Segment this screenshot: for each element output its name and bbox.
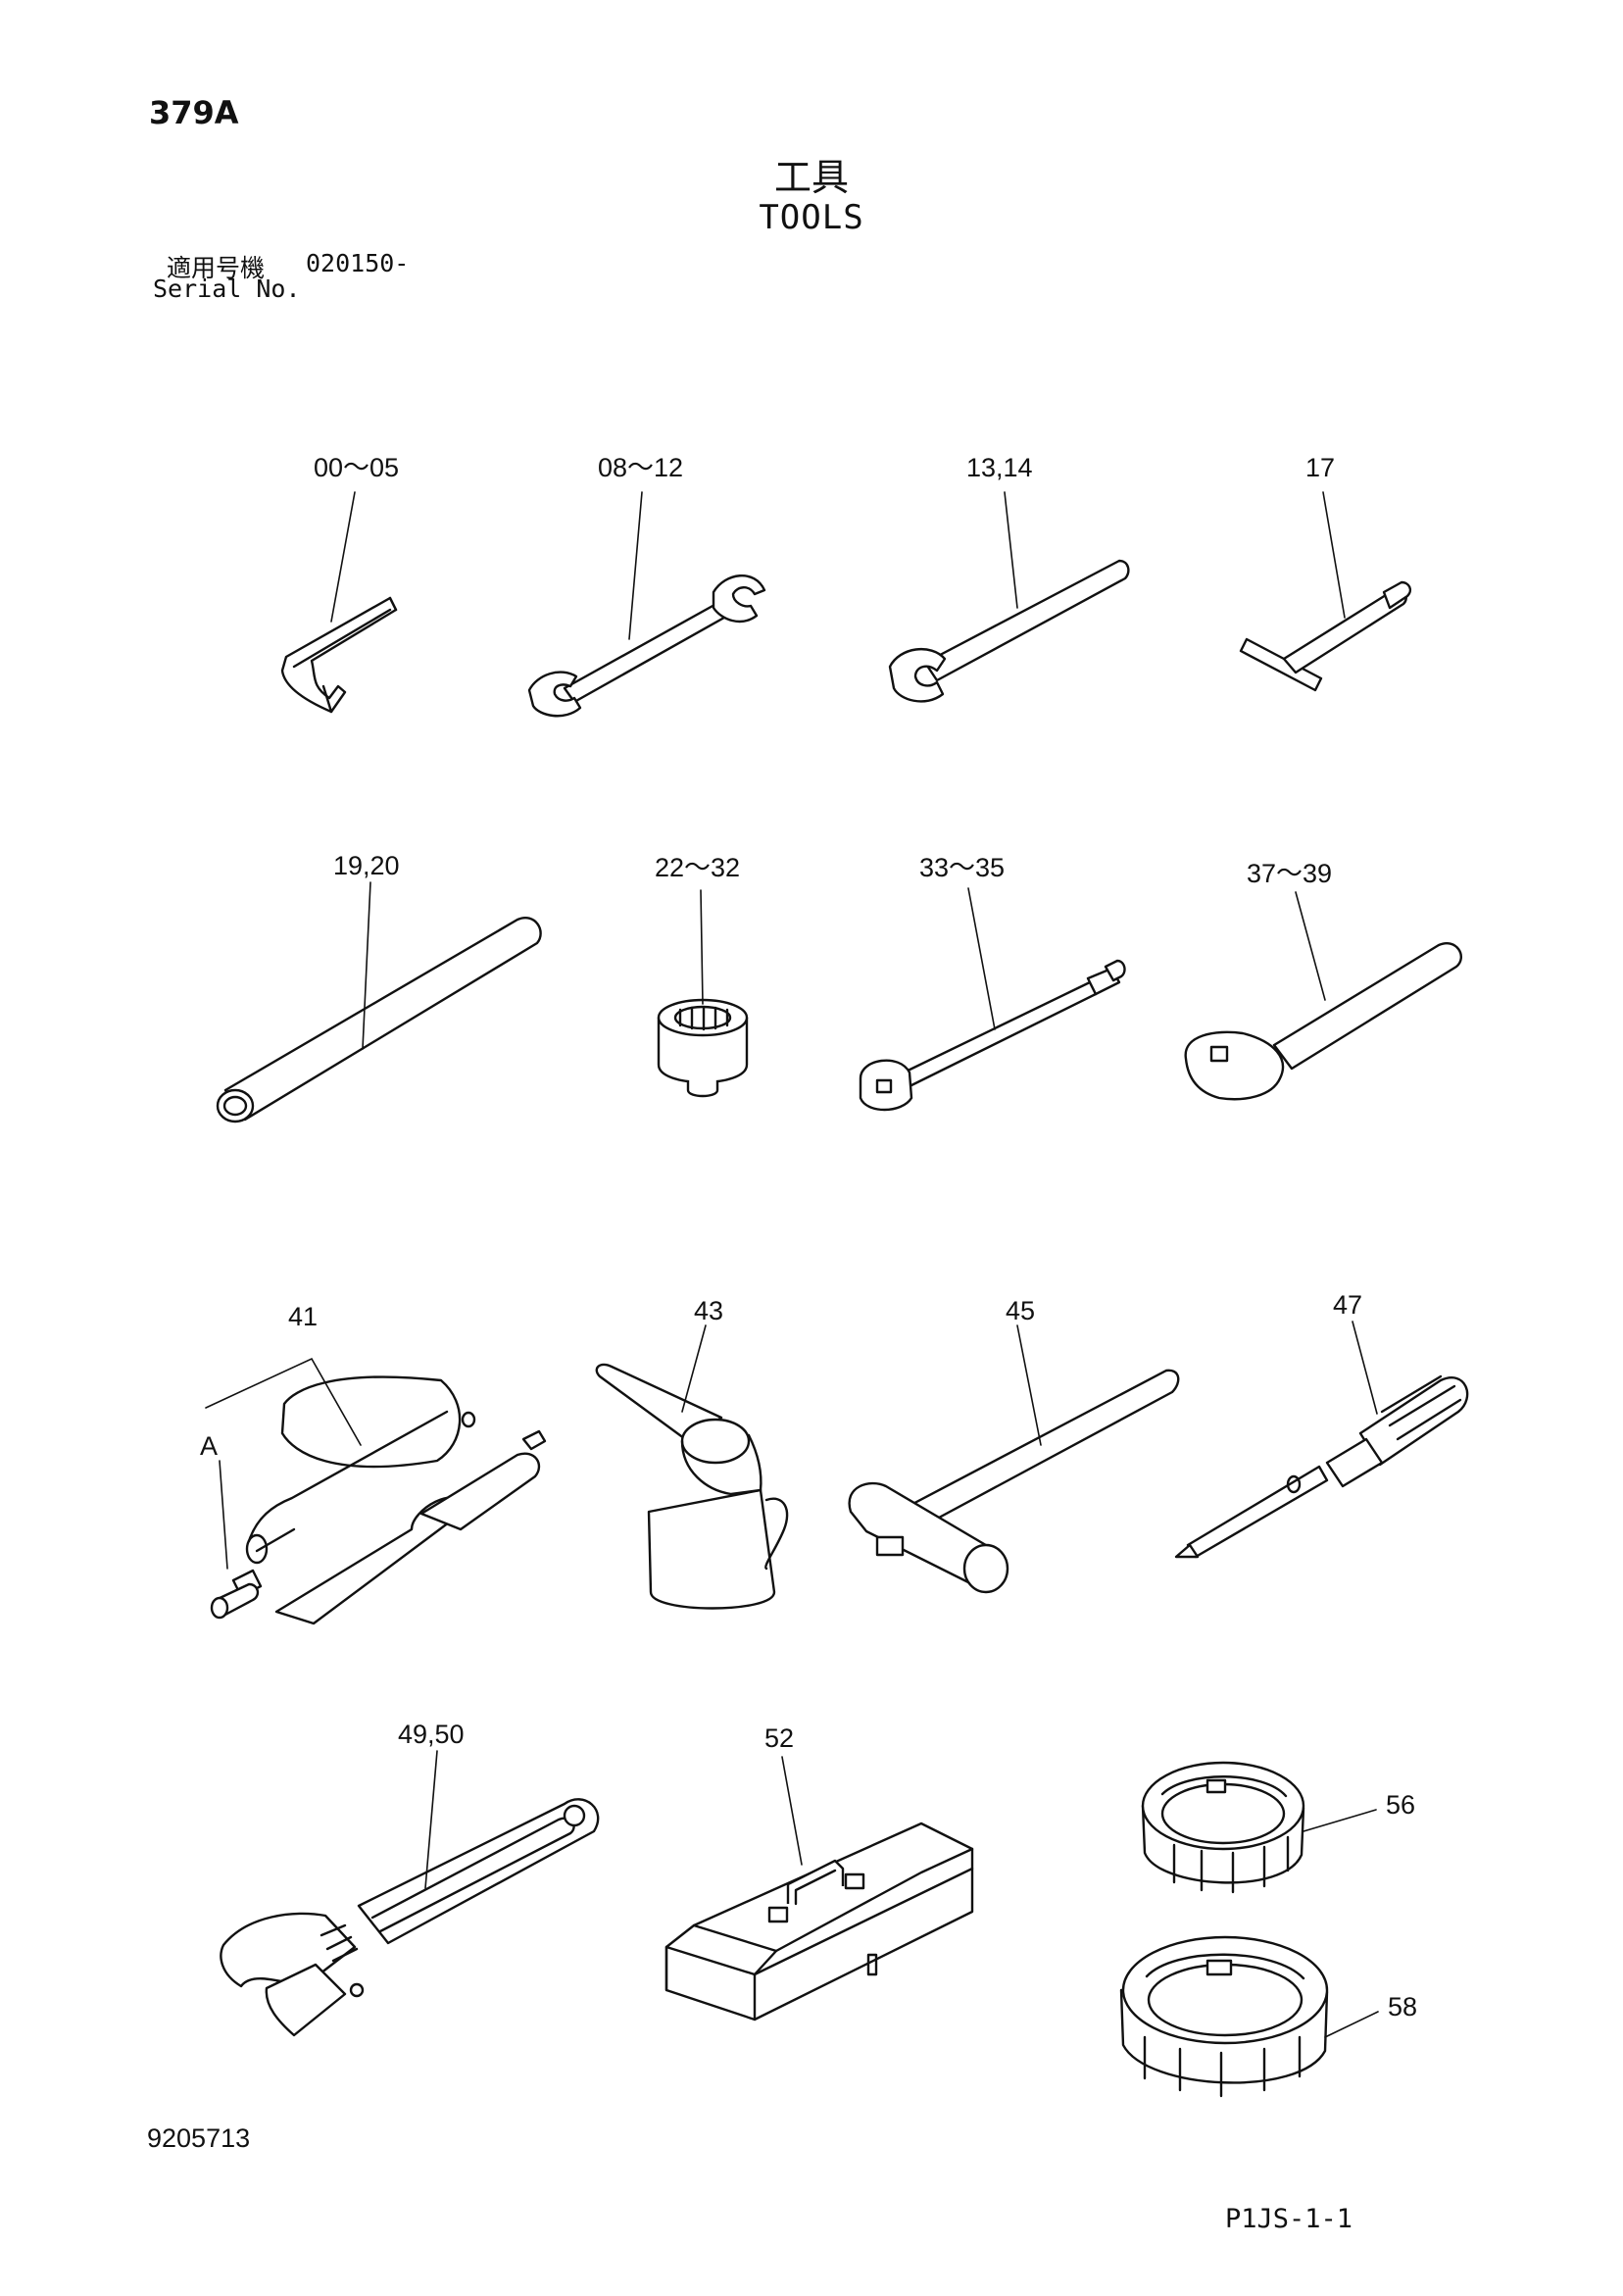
- leader-line-41-detail: [219, 1460, 228, 1570]
- leader-line-17: [1322, 491, 1346, 619]
- callout-13-14: 13,14: [966, 453, 1033, 482]
- grease-gun-drawing: [210, 1375, 547, 1625]
- callout-08-12: 08～12: [598, 453, 683, 482]
- leader-line-41: [205, 1357, 362, 1446]
- leader-line-58: [1324, 2011, 1379, 2038]
- callout-22-32: 22～32: [655, 853, 740, 882]
- callout-37-39: 37～39: [1247, 859, 1332, 888]
- callout-33-35: 33～35: [919, 853, 1005, 882]
- page-title-english: TOOLS: [759, 198, 864, 237]
- leader-line-19-20: [362, 881, 371, 1050]
- adjustable-wrench-drawing: [220, 1798, 600, 2037]
- toolbox-drawing: [664, 1822, 974, 2021]
- filter-wrench-small-drawing: [1141, 1761, 1305, 1894]
- callout-19-20: 19,20: [333, 851, 400, 880]
- leader-line-33-35: [967, 887, 996, 1030]
- leader-line-08-12: [628, 491, 643, 640]
- callout-47: 47: [1333, 1290, 1362, 1320]
- serial-label-english: Serial No.: [153, 275, 301, 303]
- single-wrench-drawing: [888, 559, 1130, 703]
- leader-line-56: [1303, 1809, 1377, 1832]
- leader-line-13-14: [1004, 491, 1018, 609]
- socket-handle-drawing: [859, 959, 1126, 1112]
- screwdriver-drawing: [1174, 1374, 1469, 1559]
- leader-line-49-50: [424, 1750, 438, 1889]
- callout-45: 45: [1006, 1296, 1035, 1325]
- leader-line-47: [1352, 1321, 1378, 1415]
- page-code: P1JS-1-1: [1225, 2204, 1353, 2234]
- extension-bar-drawing: [216, 917, 542, 1123]
- callout-49-50: 49,50: [398, 1720, 465, 1749]
- serial-range: 020150-: [306, 249, 410, 277]
- callout-41-detail-a: A: [200, 1431, 218, 1461]
- callout-56: 56: [1386, 1790, 1415, 1820]
- open-end-wrench-drawing: [527, 574, 766, 718]
- callout-00-05: 00～05: [314, 453, 399, 482]
- leader-line-45: [1016, 1324, 1042, 1446]
- callout-52: 52: [764, 1723, 794, 1753]
- leader-line-00-05: [330, 491, 356, 623]
- page-id: 379A: [149, 94, 239, 131]
- document-number: 9205713: [147, 2123, 251, 2153]
- hex-key-drawing: [280, 596, 398, 714]
- leader-line-43: [681, 1324, 707, 1413]
- t-wrench-drawing: [1239, 580, 1412, 692]
- serial-label-japanese: 適用号機: [167, 254, 266, 282]
- socket-drawing: [657, 998, 749, 1098]
- callout-58: 58: [1388, 1992, 1417, 2021]
- filter-wrench-large-drawing: [1119, 1935, 1329, 2098]
- leader-line-22-32: [700, 889, 704, 1005]
- leader-line-37-39: [1295, 891, 1326, 1001]
- callout-17: 17: [1305, 453, 1335, 482]
- leader-line-52: [781, 1756, 803, 1866]
- callout-43: 43: [694, 1296, 723, 1325]
- hammer-drawing: [848, 1369, 1180, 1594]
- page-title-japanese: 工具: [773, 156, 849, 199]
- callout-41: 41: [288, 1302, 318, 1331]
- oil-can-drawing: [595, 1363, 789, 1610]
- ratchet-handle-drawing: [1184, 942, 1462, 1101]
